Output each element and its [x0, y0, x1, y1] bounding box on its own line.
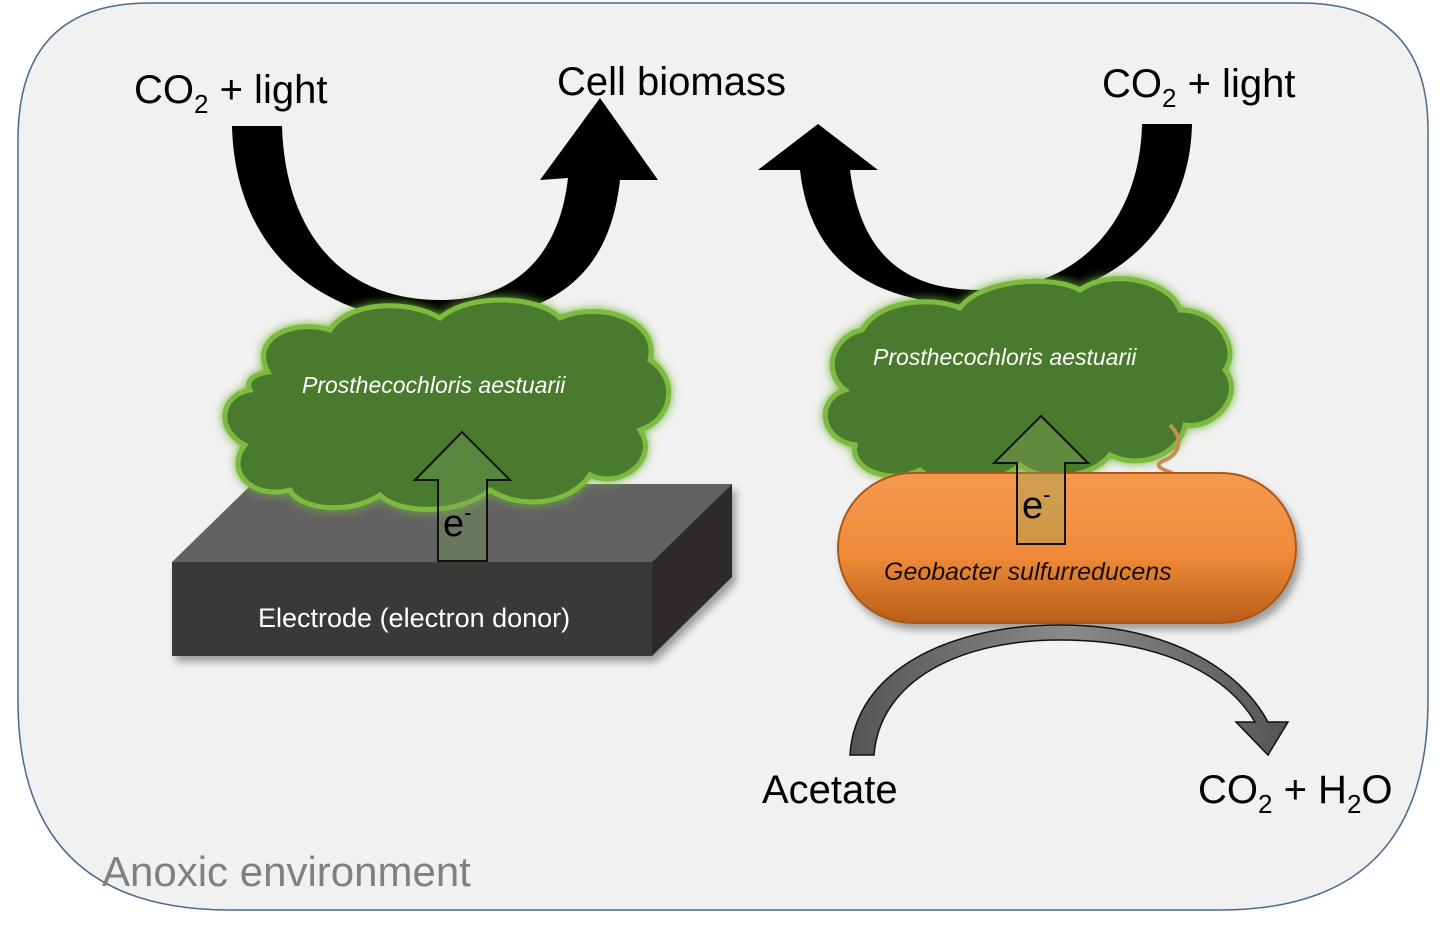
right-input-label: CO2 + light	[1102, 62, 1295, 114]
environment-label: Anoxic environment	[102, 848, 471, 895]
right-electron-symbol: e	[1022, 485, 1044, 527]
right-electron-arrow	[991, 414, 1091, 545]
left-electron-charge: -	[464, 500, 472, 525]
left-input-rest: + light	[208, 68, 328, 112]
product-h: + H	[1272, 768, 1347, 812]
left-organism-label: Prosthecochloris aestuarii	[302, 372, 566, 398]
left-electron-label: e-	[443, 500, 471, 546]
left-electron-arrow	[412, 430, 513, 562]
right-input-rest: + light	[1176, 62, 1296, 106]
product-h-subscript: 2	[1346, 789, 1362, 819]
left-organism-cloud	[222, 297, 672, 512]
acetate-oxidation-arrow	[849, 624, 1290, 757]
left-biomass-arrow	[232, 98, 658, 322]
product-o: O	[1361, 768, 1393, 812]
product-co-subscript: 2	[1258, 789, 1273, 819]
right-organism-cloud	[822, 276, 1234, 487]
electrode-label: Electrode (electron donor)	[258, 603, 571, 633]
acetate-label: Acetate	[762, 768, 898, 812]
product-co: CO	[1198, 768, 1258, 812]
products-label: CO2 + H2O	[1198, 768, 1393, 820]
environment-boundary	[17, 2, 1429, 911]
right-biomass-arrow	[758, 124, 1192, 305]
geobacter-cell	[837, 472, 1297, 624]
nanowire-pilus	[1156, 423, 1181, 475]
right-electron-label: e-	[1022, 482, 1050, 528]
left-input-co: CO	[134, 68, 194, 112]
left-electron-symbol: e	[443, 503, 465, 545]
cell-biomass-label: Cell biomass	[557, 60, 786, 104]
geobacter-label: Geobacter sulfurreducens	[884, 558, 1172, 586]
right-organism-label: Prosthecochloris aestuarii	[873, 344, 1137, 370]
right-electron-charge: -	[1043, 482, 1051, 507]
right-input-subscript: 2	[1162, 83, 1177, 113]
left-input-label: CO2 + light	[134, 68, 327, 120]
left-input-subscript: 2	[194, 89, 209, 119]
right-input-co: CO	[1102, 62, 1162, 106]
